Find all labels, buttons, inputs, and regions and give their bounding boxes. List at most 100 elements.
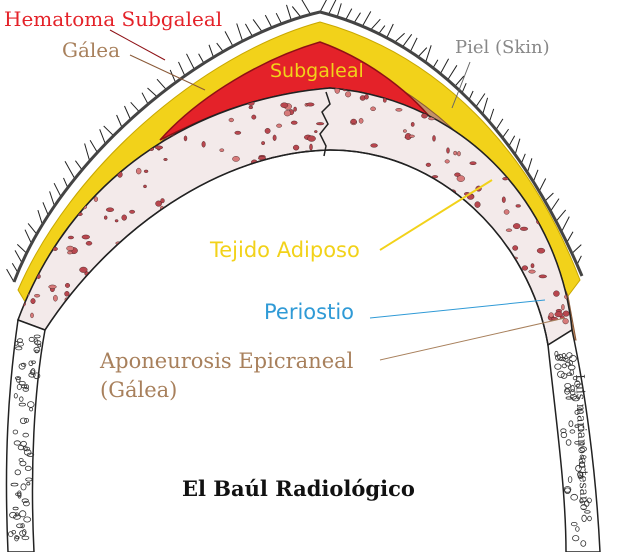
diploe-spot: [196, 288, 205, 295]
diploe-spot: [457, 325, 465, 329]
aponeurosis-leader: [379, 317, 566, 361]
diploe-spot: [130, 337, 138, 342]
bone-pore: [558, 356, 566, 362]
diploe-spot: [133, 267, 138, 271]
hair-strand: [555, 209, 567, 222]
diploe-spot: [163, 302, 170, 308]
bone-pore: [579, 498, 584, 504]
bone-pore: [567, 364, 576, 371]
hair-strand: [124, 105, 131, 120]
diploe-spot: [358, 118, 364, 124]
diploe-spot: [570, 224, 572, 228]
hair-strand: [475, 93, 486, 108]
bone-pore: [22, 500, 30, 507]
diploe-spot: [92, 314, 98, 320]
skull-right-texture: [554, 350, 592, 547]
bone-pore: [586, 497, 592, 504]
diploe-spot: [79, 331, 86, 337]
diploe-spot: [308, 169, 317, 175]
diploe-spot: [463, 262, 468, 268]
diploe-spot: [77, 311, 83, 318]
diploe-spot: [217, 275, 224, 280]
bone-pore: [574, 440, 580, 445]
hair-strand: [236, 23, 244, 42]
diploe-spot: [252, 200, 258, 204]
diploe-spot: [377, 202, 385, 208]
diploe-spot: [500, 105, 505, 111]
skull-left-texture: [8, 334, 42, 542]
diploe-spot: [350, 118, 357, 125]
diploe-spot: [535, 335, 542, 340]
diploe-spot: [469, 282, 475, 287]
diploe-spot: [142, 281, 149, 286]
bone-pore: [33, 346, 41, 353]
diploe-spot: [429, 221, 434, 226]
diploe-spot: [96, 264, 101, 271]
diploe-spot: [362, 206, 370, 213]
galea-label: Gálea: [62, 38, 121, 62]
diploe-spot: [364, 94, 369, 100]
diploe-spot: [20, 244, 24, 248]
sagittal-suture: [319, 91, 331, 157]
bone-pore: [562, 357, 569, 362]
diploe-spot: [47, 84, 51, 87]
bone-pore: [31, 360, 36, 364]
bone-pore: [572, 375, 578, 381]
diploe-spot: [180, 266, 187, 270]
diploe-spot: [105, 207, 114, 212]
diploe-spot: [97, 90, 103, 94]
hair-strand: [409, 37, 418, 53]
diploe-spot: [96, 88, 104, 90]
diploe-spot: [110, 89, 119, 96]
hair-strand: [53, 182, 62, 198]
diploe-spot: [564, 129, 572, 134]
diploe-spot: [299, 163, 306, 168]
bone-pore: [14, 512, 19, 517]
diploe-spot: [404, 301, 411, 307]
diploe-spot: [295, 264, 303, 271]
diploe-spot: [70, 138, 78, 142]
diploe-spot: [322, 210, 328, 214]
diploe-spot: [298, 271, 306, 279]
bone-pore: [37, 343, 42, 348]
hair-strand: [538, 178, 547, 192]
hair-strand: [156, 78, 167, 90]
diploe-spot: [496, 263, 502, 271]
hair-strand: [186, 53, 195, 70]
diploe-spot: [512, 245, 519, 251]
diploe-spot: [382, 288, 390, 293]
diploe-spot: [513, 223, 521, 230]
diploe-spot: [121, 279, 126, 284]
bone-pore: [20, 362, 27, 367]
diploe-spot: [34, 294, 41, 298]
diploe-spot: [300, 196, 307, 203]
diploe-spot: [334, 335, 343, 340]
bone-pore: [563, 486, 572, 493]
hair-strand: [345, 8, 353, 21]
diploe-spot: [19, 232, 27, 238]
diploe-spot: [107, 296, 115, 302]
diploe-spot: [98, 319, 105, 324]
bone-pore: [19, 417, 27, 424]
diploe-spot: [336, 208, 343, 212]
diploe-spot: [347, 168, 354, 172]
hair-strand: [130, 101, 140, 113]
diploe-spot: [297, 289, 304, 293]
diploe-spot: [113, 286, 118, 290]
diploe-spot: [383, 214, 392, 219]
diploe-spot: [183, 135, 188, 142]
diploe-spot: [416, 257, 420, 264]
diploe-spot: [121, 214, 127, 221]
diploe-spot: [54, 164, 61, 169]
diploe-spot: [388, 213, 395, 218]
diploe-spot: [102, 262, 110, 270]
skull-right-wall: [547, 328, 601, 552]
diploe-spot: [395, 108, 403, 112]
diploe-spot: [170, 317, 175, 325]
diploe-spot: [154, 145, 164, 150]
diploe-spot: [114, 267, 119, 274]
diploe-spot: [103, 310, 109, 315]
diploe-spot: [570, 210, 572, 215]
diploe-spot: [316, 122, 325, 126]
